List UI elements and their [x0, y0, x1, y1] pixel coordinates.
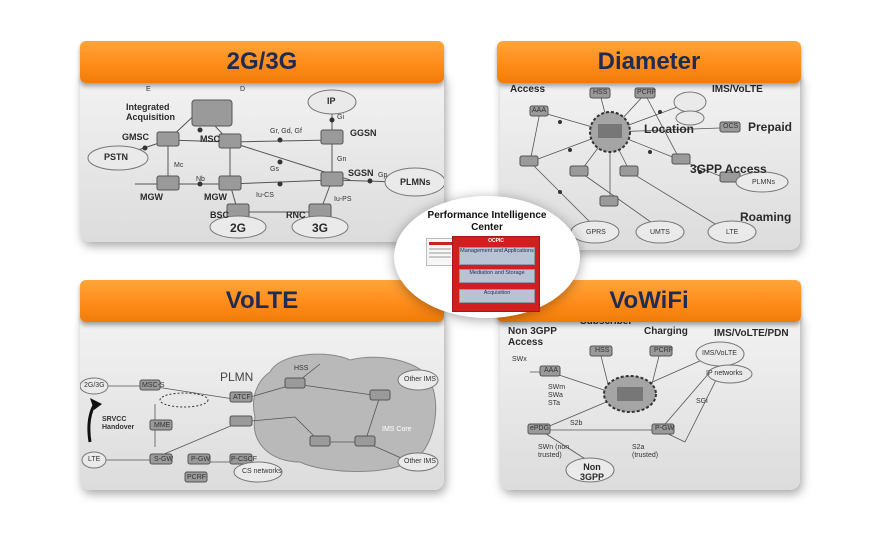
- label-p-gw-vowifi: P-GW: [655, 425, 675, 432]
- label-gmsc: GMSC: [122, 132, 149, 142]
- label-ocs: OCS: [723, 123, 739, 130]
- label-mc: Mc: [174, 162, 184, 169]
- ocpic-stack-header: OCPIC: [488, 238, 504, 244]
- label-roaming: Roaming: [740, 210, 792, 224]
- label-gn: Gn: [337, 156, 347, 163]
- label-gi: Gi: [337, 114, 344, 121]
- label-ggsn: GGSN: [350, 128, 377, 138]
- label-other-ims-2: Other IMS: [404, 458, 436, 465]
- label-ims-core: IMS Core: [382, 426, 412, 433]
- label-other-ims-1: Other IMS: [404, 376, 436, 383]
- label-hss: HSS: [593, 89, 608, 96]
- label-swx: SWx: [512, 356, 527, 363]
- label-hss-volte: HSS: [294, 365, 309, 372]
- label-sgi: SGi: [696, 398, 708, 405]
- label-s2a-trusted: S2a (trusted): [632, 444, 659, 459]
- label-swm-swa-sta: SWm SWa STa: [548, 384, 566, 407]
- panel-volte: PLMN 2G/3G SRVCC Handover LTE MSC-S MME …: [80, 312, 444, 490]
- label-e: E: [146, 86, 151, 93]
- label-gs: Gs: [270, 166, 279, 173]
- label-integrated-acquisition: Integrated Acquisition: [126, 102, 175, 122]
- label-lte: LTE: [726, 229, 739, 236]
- label-2g: 2G: [230, 221, 247, 235]
- label-mgw-2: MGW: [204, 192, 227, 202]
- network-diagram-vowifi: [527, 341, 753, 483]
- label-aaa: AAA: [532, 107, 547, 114]
- label-atcf: ATCF: [233, 394, 251, 401]
- label-cs-networks: CS networks: [242, 468, 282, 475]
- label-ip: IP: [327, 96, 336, 106]
- label-msc: MSC: [200, 134, 220, 144]
- label-ip-networks: IP networks: [706, 370, 743, 377]
- label-plmns: PLMNs: [400, 177, 431, 187]
- layer-acquisition: Acquisition: [459, 289, 535, 303]
- label-umts: UMTS: [650, 229, 670, 236]
- label-epdg: ePDG: [530, 425, 550, 432]
- layer-management-applications: Management and Applications: [459, 247, 535, 265]
- label-s-gw: S-GW: [154, 456, 174, 463]
- network-diagram-2g3g: [87, 89, 444, 239]
- panel-title-diameter: Diameter: [497, 41, 801, 83]
- label-2g3g-volte: 2G/3G: [84, 382, 105, 389]
- label-non-3gpp-access: Non 3GPP Access: [508, 326, 557, 348]
- label-ims-volte-pdn: IMS/VoLTE/PDN: [714, 328, 789, 339]
- label-pstn: PSTN: [104, 152, 129, 162]
- label-nb: Nb: [196, 176, 205, 183]
- network-diagram-diameter: [519, 87, 789, 244]
- label-hss-vowifi: HSS: [595, 347, 610, 354]
- label-non-3gpp: Non 3GPP: [579, 462, 604, 482]
- panel-title-volte: VoLTE: [80, 280, 444, 322]
- center-title-line2: Center: [471, 222, 503, 233]
- label-s2b: S2b: [570, 420, 583, 427]
- label-pcrf-vowifi: PCRF: [654, 347, 674, 354]
- performance-intelligence-center: Performance Intelligence Center OCPIC Ma…: [394, 196, 580, 318]
- label-rnc: RNC: [286, 210, 306, 220]
- label-mgw-1: MGW: [140, 192, 163, 202]
- label-gp: Gp: [378, 172, 388, 179]
- label-lte-volte: LTE: [88, 456, 101, 463]
- layer-mediation-storage: Mediation and Storage: [459, 269, 535, 283]
- network-diagram-volte: [80, 353, 439, 483]
- label-iu-cs: Iu-CS: [256, 192, 274, 199]
- label-aaa-vowifi: AAA: [544, 367, 559, 374]
- label-d: D: [240, 86, 246, 93]
- label-gr-gd-gf: Gr, Gd, Gf: [270, 128, 302, 135]
- label-plmn: PLMN: [220, 370, 254, 384]
- label-plmns-diameter: PLMNs: [752, 179, 775, 186]
- label-msc-s: MSC-S: [142, 382, 165, 389]
- label-3gpp-access: 3GPP Access: [690, 162, 767, 176]
- label-charging: Charging: [644, 326, 688, 337]
- label-ims-volte-vowifi: IMS/VoLTE: [702, 350, 737, 357]
- label-3g: 3G: [312, 221, 329, 235]
- ocpic-stack: OCPIC Management and Applications Mediat…: [452, 236, 540, 312]
- label-ims-volte: IMS/VoLTE: [712, 84, 763, 95]
- label-gprs: GPRS: [586, 229, 606, 236]
- label-sgsn: SGSN: [348, 168, 374, 178]
- label-swn-non-trusted: SWn (non trusted): [538, 444, 570, 459]
- center-title-line1: Performance Intelligence: [427, 210, 547, 221]
- panel-2g3g: E D Integrated Acquisition IP GMSC MSC G…: [80, 72, 444, 242]
- panel-title-2g3g: 2G/3G: [80, 41, 444, 83]
- label-mme: MME: [154, 422, 171, 429]
- label-bsc: BSC: [210, 210, 230, 220]
- label-iu-ps: Iu-PS: [334, 196, 352, 203]
- panel-vowifi: Non 3GPP Access Subscriber Charging IMS/…: [500, 312, 800, 490]
- label-prepaid: Prepaid: [748, 120, 793, 134]
- label-p-cscf: P-CSCF: [231, 456, 258, 463]
- label-location: Location: [644, 122, 694, 136]
- label-access: Access: [510, 84, 546, 95]
- center-title: Performance Intelligence Center: [394, 210, 580, 234]
- label-p-gw: P-GW: [191, 456, 211, 463]
- label-srvcc-handover: SRVCC Handover: [102, 416, 135, 431]
- label-pcrf: PCRF: [637, 89, 657, 96]
- label-pcrf-volte: PCRF: [187, 474, 207, 481]
